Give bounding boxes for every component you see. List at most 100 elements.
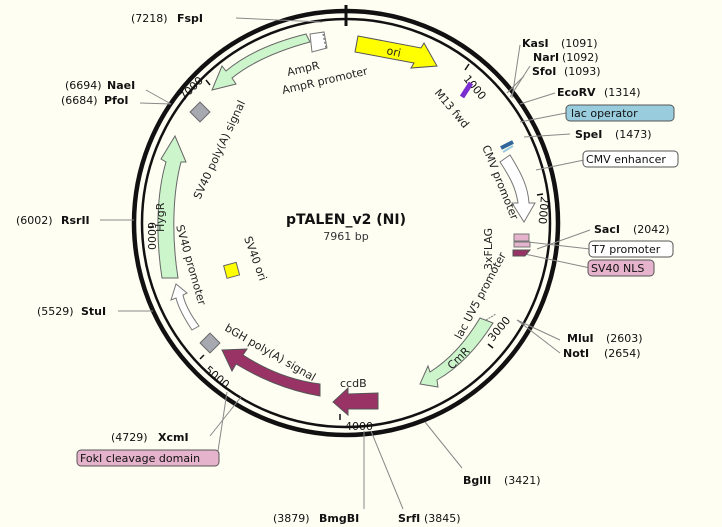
- lac-operator-marker[interactable]: [500, 140, 514, 150]
- tick-1000: [464, 63, 470, 71]
- enzyme-pos-stui: (5529): [37, 305, 74, 318]
- enzyme-pos-naei: (6694): [65, 79, 102, 92]
- enzyme-rsrii[interactable]: (6002) RsrII: [16, 214, 90, 227]
- enzyme-name-pfoi: PfoI: [104, 94, 129, 107]
- callout-t7-promoter-box: [588, 240, 674, 258]
- tick-2000: [536, 193, 544, 196]
- enzyme-name-srfi: SrfI: [398, 512, 420, 525]
- plasmid-size: 7961 bp: [323, 230, 368, 243]
- tick-label-4000: 4000: [345, 420, 373, 433]
- enzyme-pos-bmgbi: (3879): [273, 512, 310, 525]
- enzyme-sfoi[interactable]: SfoI (1093): [532, 65, 601, 78]
- callout-t7-promoter-text: T7 promoter: [591, 243, 661, 256]
- sv40-polya-marker-upper[interactable]: [189, 101, 211, 123]
- tick-label-5000: 5000: [202, 363, 232, 391]
- enzyme-xcmi[interactable]: (4729) XcmI: [111, 431, 189, 444]
- plasmid-name: pTALEN_v2 (NI): [286, 212, 406, 228]
- callout-sv40-nls[interactable]: SV40 NLS: [587, 259, 655, 277]
- callout-sv40-nls-box: [587, 259, 655, 277]
- sv40-polya-marker-lower[interactable]: [199, 332, 221, 354]
- enzyme-pos-saci: (2042): [633, 223, 670, 236]
- enzyme-name-noti: NotI: [563, 347, 589, 360]
- enzyme-naei[interactable]: (6694) NaeI: [65, 79, 135, 92]
- cmr-arrow[interactable]: [419, 317, 494, 388]
- callout-foki-text: FokI cleavage domain: [80, 452, 200, 465]
- enzyme-ecorv[interactable]: EcoRV (1314): [557, 86, 641, 99]
- ampr-arrow[interactable]: [211, 33, 311, 91]
- enzyme-name-spei: SpeI: [575, 128, 602, 141]
- sv40-ori-label: SV40 ori: [241, 235, 269, 283]
- flag-marker[interactable]: [513, 241, 531, 248]
- ccdb-arrow[interactable]: [332, 386, 379, 417]
- sv40-ori-marker[interactable]: [223, 261, 241, 279]
- enzyme-name-mlui: MluI: [567, 332, 594, 345]
- enzyme-name-xcmi: XcmI: [158, 431, 189, 444]
- enzyme-nari[interactable]: NarI (1092): [533, 51, 599, 64]
- enzyme-pos-mlui: (2603): [606, 332, 643, 345]
- enzyme-name-stui: StuI: [81, 305, 106, 318]
- enzyme-spei[interactable]: SpeI (1473): [575, 128, 652, 141]
- hygr-arrow[interactable]: [157, 134, 187, 279]
- enzyme-name-rsrii: RsrII: [61, 214, 90, 227]
- enzyme-name-naei: NaeI: [107, 79, 135, 92]
- enzyme-pos-srfi: (3845): [424, 512, 461, 525]
- tick-label-1000: 1000: [461, 73, 489, 103]
- callout-cmv-enhancer[interactable]: CMV enhancer: [582, 150, 679, 168]
- enzyme-kasi[interactable]: KasI (1091): [522, 37, 598, 50]
- bgh-polya-arrow[interactable]: [221, 348, 321, 397]
- hygr-label: HygR: [154, 202, 167, 232]
- enzyme-noti[interactable]: NotI (2654): [563, 347, 641, 360]
- enzyme-leaders: [100, 17, 591, 510]
- callout-lac-operator-box: [565, 104, 675, 122]
- enzyme-name-bmgbi: BmgBI: [319, 512, 359, 525]
- callout-sv40-nls-text: SV40 NLS: [591, 262, 644, 275]
- enzyme-srfi[interactable]: SrfI (3845): [398, 512, 461, 525]
- enzyme-fspi[interactable]: (7218) FspI: [131, 12, 203, 25]
- ccdb-label: ccdB: [340, 377, 367, 390]
- enzyme-mlui[interactable]: MluI (2603): [567, 332, 643, 345]
- callout-foki-box: [76, 449, 220, 467]
- enzyme-stui[interactable]: (5529) StuI: [37, 305, 106, 318]
- ori-label: ori: [385, 44, 402, 60]
- enzyme-pos-fspi: (7218): [131, 12, 168, 25]
- enzyme-name-kasi: KasI: [522, 37, 549, 50]
- ori-arrow[interactable]: [354, 35, 438, 69]
- enzyme-bmgbi[interactable]: (3879) BmgBI: [273, 512, 359, 525]
- enzyme-pos-noti: (2654): [604, 347, 641, 360]
- tick-7000: [205, 79, 211, 86]
- enzyme-saci[interactable]: SacI (2042): [594, 223, 670, 236]
- ampr-promoter-marker[interactable]: [309, 31, 328, 53]
- m13-fwd-marker[interactable]: [459, 81, 474, 99]
- callout-lac-operator[interactable]: lac operator: [565, 104, 675, 122]
- enzyme-pos-spei: (1473): [615, 128, 652, 141]
- enzyme-pfoi[interactable]: (6684) PfoI: [61, 94, 129, 107]
- sv40-promoter-arrow[interactable]: [170, 283, 200, 331]
- enzyme-pos-nari: (1092): [562, 51, 599, 64]
- tick-label-6000: 6000: [145, 222, 158, 250]
- enzyme-name-sfoi: SfoI: [532, 65, 556, 78]
- enzyme-pos-rsrii: (6002): [16, 214, 53, 227]
- lac-uv5-marker[interactable]: [485, 313, 497, 321]
- enzyme-name-nari: NarI: [533, 51, 559, 64]
- sv40-nls-marker[interactable]: [512, 249, 532, 257]
- enzyme-pos-pfoi: (6684): [61, 94, 98, 107]
- enzyme-pos-ecorv: (1314): [604, 86, 641, 99]
- enzyme-name-fspi: FspI: [177, 12, 203, 25]
- cmv-enhancer-marker[interactable]: [502, 145, 514, 153]
- callout-lac-operator-text: lac operator: [571, 107, 638, 120]
- enzyme-bglii[interactable]: BglII (3421): [463, 474, 541, 487]
- enzyme-name-ecorv: EcoRV: [557, 86, 596, 99]
- tick-5000: [199, 354, 205, 360]
- t7-promoter-marker[interactable]: [513, 233, 530, 242]
- enzyme-pos-bglii: (3421): [504, 474, 541, 487]
- enzyme-pos-kasi: (1091): [561, 37, 598, 50]
- cmv-promoter-arrow[interactable]: [499, 154, 536, 223]
- callout-foki[interactable]: FokI cleavage domain: [76, 449, 220, 467]
- tick-label-2000: 2000: [536, 196, 551, 225]
- tick-3000: [487, 343, 494, 349]
- enzyme-name-bglii: BglII: [463, 474, 491, 487]
- enzyme-name-saci: SacI: [594, 223, 620, 236]
- callout-t7-promoter[interactable]: T7 promoter: [588, 240, 674, 258]
